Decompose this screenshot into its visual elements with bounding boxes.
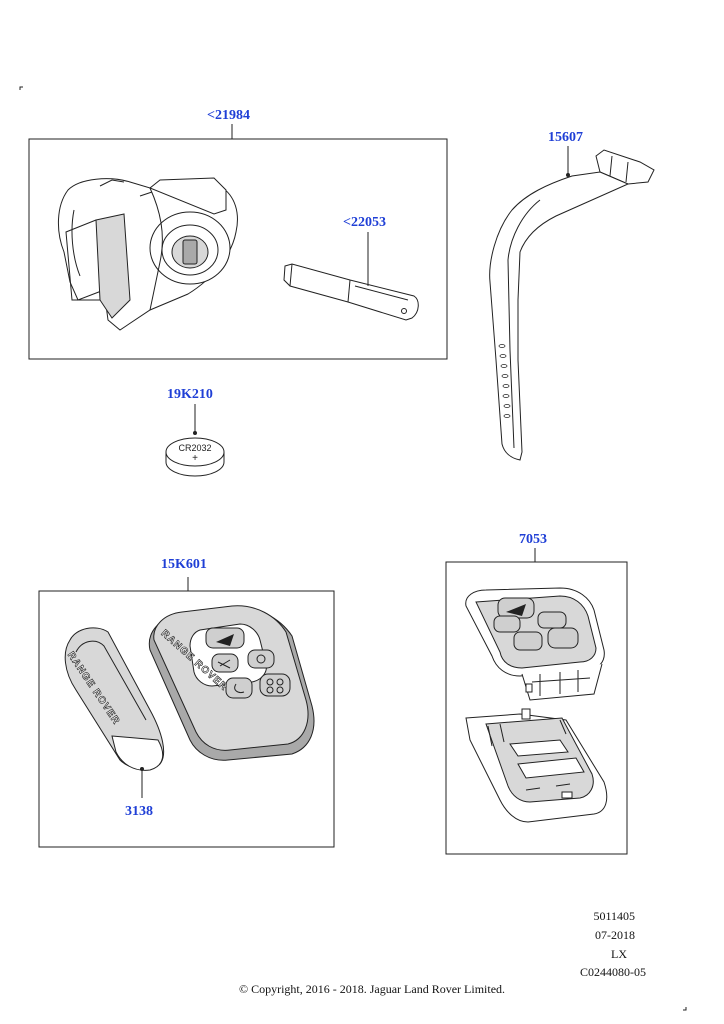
footer-illustration-id: C0244080-05 [580, 965, 646, 979]
corner-mark-bottom-right [683, 1007, 687, 1011]
key-blade-drawing [283, 232, 419, 321]
part-ref-remote-case[interactable]: 7053 [519, 532, 547, 547]
part-ref-remote-key[interactable]: 15K601 [161, 557, 207, 572]
ignition-switch-drawing [57, 177, 238, 331]
footer-code-2: LX [611, 947, 627, 961]
battery-drawing [165, 404, 225, 477]
smart-key-drawing [148, 605, 315, 761]
key-cover-drawing [64, 627, 165, 798]
battery-marking: CR2032 [178, 443, 212, 453]
wristband-drawing [489, 146, 655, 461]
part-ref-wristband[interactable]: 15607 [548, 130, 583, 145]
group-box-ignition [28, 138, 448, 360]
battery-plus-sign: + [192, 453, 198, 464]
part-ref-battery[interactable]: 19K210 [167, 387, 213, 402]
corner-mark-top-left [19, 86, 23, 90]
footer-code-1: 5011405 [593, 909, 635, 923]
group-box-remote-key [38, 590, 335, 848]
remote-case-bottom-drawing [465, 708, 608, 823]
part-ref-emergency-key-blade[interactable]: <22053 [343, 215, 386, 230]
group-box-remote-case [445, 561, 628, 855]
footer-date: 07-2018 [595, 928, 635, 942]
remote-case-top-drawing [465, 587, 605, 701]
part-ref-key-cover[interactable]: 3138 [125, 804, 153, 819]
copyright-notice: © Copyright, 2016 - 2018. Jaguar Land Ro… [238, 982, 506, 996]
part-ref-ignition-switch[interactable]: <21984 [207, 108, 250, 123]
